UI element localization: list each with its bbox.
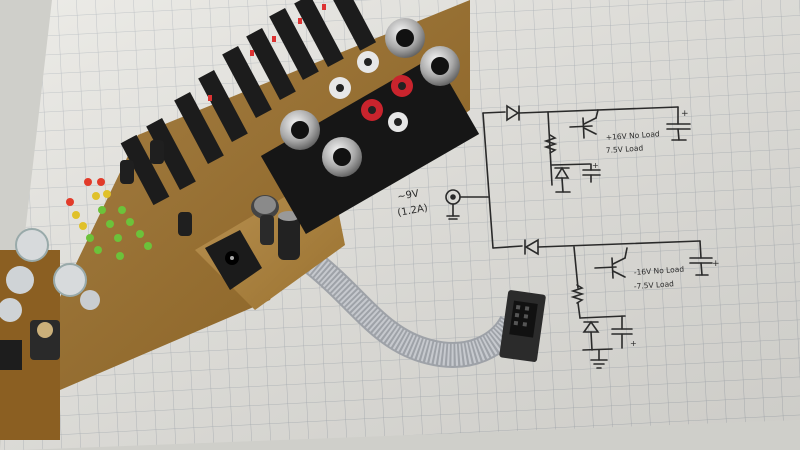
annotation-lower-rail-1: -16V No Load: [634, 264, 685, 277]
trs-jack-2: [420, 46, 460, 86]
annotation-lower-rail-2: -7.5V Load: [634, 279, 675, 291]
annotation-input-voltage: ~9V: [397, 188, 420, 203]
dc-power-jack: [205, 230, 262, 290]
fader-row: [120, 0, 377, 206]
plus-mark-upper: +: [681, 109, 689, 119]
idc-connector: [499, 290, 546, 362]
annotation-input-current: (1.2A): [397, 203, 429, 219]
annotation-upper-rail-1: +16V No Load: [606, 129, 661, 142]
hand-drawn-schematic: [445, 104, 713, 369]
annotation-upper-rail-2: 7.5V Load: [606, 143, 644, 155]
capacitors: [120, 140, 300, 260]
plus-mark-cap-upper: +: [592, 161, 599, 170]
trs-jack-4: [322, 137, 362, 177]
rca-jacks: [329, 51, 413, 132]
trs-jack-3: [280, 110, 320, 150]
fader-red-marks: [208, 4, 326, 101]
diode-upper-symbol: [506, 104, 520, 122]
ribbon-cable: [303, 251, 546, 368]
audio-jacks: [260, 18, 480, 234]
knobs: [0, 228, 100, 370]
plus-mark-lower: +: [712, 259, 720, 269]
led-meters: [66, 178, 152, 260]
plus-mark-cap-lower: +: [630, 339, 637, 348]
schematic-annotations: ~9V (1.2A) +16V No Load 7.5V Load -16V N…: [397, 109, 720, 348]
trs-jack-1: [385, 18, 425, 58]
